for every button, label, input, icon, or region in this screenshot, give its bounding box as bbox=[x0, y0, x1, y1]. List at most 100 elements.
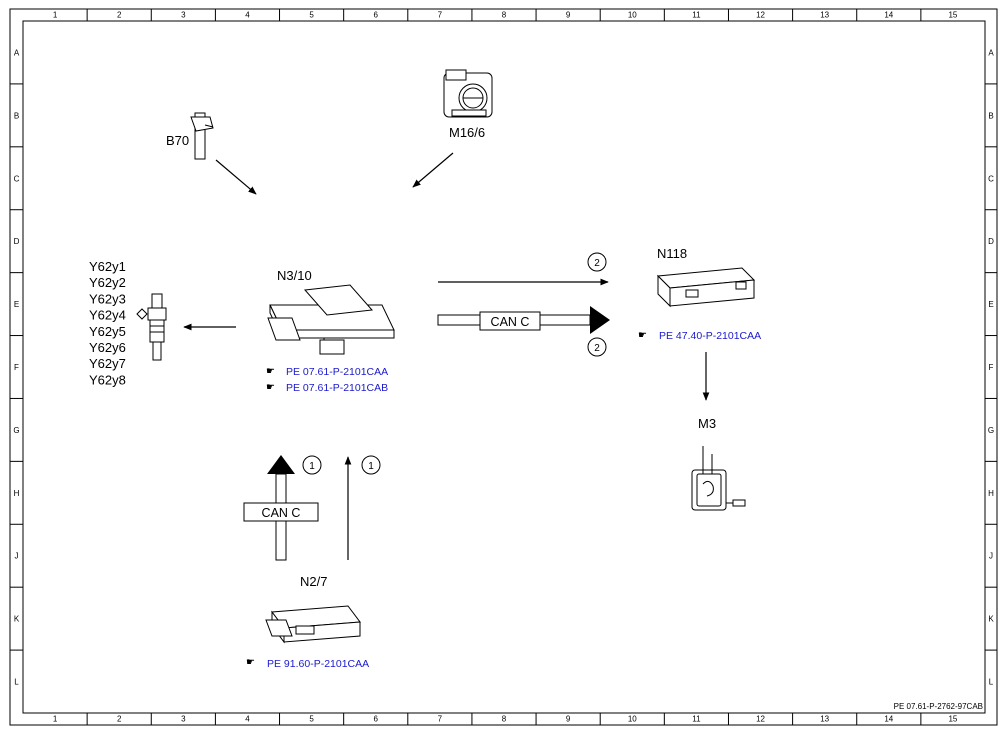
grid-column-label: 11 bbox=[692, 715, 701, 724]
marker-2-lower: 2 bbox=[587, 337, 607, 357]
grid-row-label: F bbox=[989, 363, 994, 372]
grid-row-label: C bbox=[988, 174, 994, 183]
injector-label: Y62y7 bbox=[89, 356, 126, 371]
grid-column-label: 10 bbox=[628, 715, 637, 724]
svg-text:2: 2 bbox=[594, 343, 600, 354]
injector-label: Y62y3 bbox=[89, 291, 126, 306]
m3-fuel-pump-icon[interactable] bbox=[691, 446, 746, 511]
grid-row-label: G bbox=[988, 426, 994, 435]
can-c-bus-arrow-up: CAN C bbox=[243, 455, 319, 561]
m3-label: M3 bbox=[698, 416, 716, 431]
injector-label: Y62y8 bbox=[89, 372, 126, 387]
grid-column-label: 4 bbox=[245, 715, 250, 724]
svg-text:1: 1 bbox=[368, 461, 374, 472]
drawing-frame: 1122334455667788991010111112121313141415… bbox=[9, 8, 998, 726]
hand-pointer-icon: ☛ bbox=[266, 382, 275, 393]
grid-column-label: 10 bbox=[628, 11, 637, 20]
marker-1-left: 1 bbox=[302, 455, 322, 475]
grid-column-label: 4 bbox=[245, 11, 250, 20]
grid-row-label: A bbox=[988, 48, 994, 57]
grid-column-label: 9 bbox=[566, 11, 571, 20]
grid-row-label: H bbox=[14, 489, 20, 498]
b70-arrow bbox=[215, 159, 257, 195]
grid-row-label: K bbox=[14, 615, 20, 624]
n3-10-ref1-text: PE 07.61-P-2101CAA bbox=[286, 366, 388, 378]
grid-column-label: 15 bbox=[948, 715, 957, 724]
grid-row-label: F bbox=[14, 363, 19, 372]
grid-column-label: 14 bbox=[884, 11, 893, 20]
grid-column-label: 2 bbox=[117, 11, 122, 20]
grid-column-label: 12 bbox=[756, 11, 765, 20]
grid-row-label: C bbox=[14, 174, 20, 183]
svg-text:2: 2 bbox=[594, 258, 600, 269]
injector-label: Y62y5 bbox=[89, 324, 126, 339]
n118-ref-text: PE 47.40-P-2101CAA bbox=[659, 330, 761, 342]
n3-10-ref2-link[interactable]: ☛ PE 07.61-P-2101CAB bbox=[266, 382, 388, 394]
grid-column-label: 2 bbox=[117, 715, 122, 724]
n3-10-ref2-text: PE 07.61-P-2101CAB bbox=[286, 382, 388, 394]
injector-label: Y62y4 bbox=[89, 308, 126, 323]
grid-column-label: 14 bbox=[884, 715, 893, 724]
grid-column-label: 5 bbox=[309, 715, 314, 724]
grid-row-label: D bbox=[14, 237, 20, 246]
grid-column-label: 1 bbox=[53, 715, 58, 724]
marker-1-right: 1 bbox=[361, 455, 381, 475]
grid-row-label: D bbox=[988, 237, 994, 246]
grid-column-label: 15 bbox=[948, 11, 957, 20]
grid-column-label: 8 bbox=[502, 11, 507, 20]
grid-column-label: 8 bbox=[502, 715, 507, 724]
grid-row-label: L bbox=[989, 678, 994, 687]
svg-text:1: 1 bbox=[309, 461, 315, 472]
m16-6-arrow bbox=[412, 152, 454, 188]
grid-column-label: 7 bbox=[438, 715, 443, 724]
grid-column-label: 13 bbox=[820, 11, 829, 20]
n3-10-ecu-icon[interactable] bbox=[267, 284, 395, 355]
n2-7-module-icon[interactable] bbox=[265, 605, 361, 644]
n118-module-icon[interactable] bbox=[656, 267, 756, 308]
n2-7-label: N2/7 bbox=[300, 574, 327, 589]
grid-column-label: 12 bbox=[756, 715, 765, 724]
grid-column-label: 7 bbox=[438, 11, 443, 20]
m16-6-label: M16/6 bbox=[449, 125, 485, 140]
marker-2-upper: 2 bbox=[587, 252, 607, 272]
n118-ref-link[interactable]: ☛ PE 47.40-P-2101CAA bbox=[638, 330, 761, 342]
grid-row-label: J bbox=[15, 552, 19, 561]
n3-10-ref1-link[interactable]: ☛ PE 07.61-P-2101CAA bbox=[266, 366, 388, 378]
n2-7-ref-link[interactable]: ☛ PE 91.60-P-2101CAA bbox=[246, 657, 369, 670]
grid-row-label: E bbox=[14, 300, 19, 309]
grid-row-label: A bbox=[14, 48, 20, 57]
grid-column-label: 6 bbox=[374, 715, 379, 724]
injector-label: Y62y1 bbox=[89, 259, 126, 274]
m16-6-throttle-icon[interactable] bbox=[443, 69, 493, 118]
grid-row-label: G bbox=[13, 426, 19, 435]
can-c-bus-arrow-right: CAN C bbox=[437, 306, 610, 334]
grid-row-label: J bbox=[989, 552, 993, 561]
grid-row-label: H bbox=[988, 489, 994, 498]
b70-label: B70 bbox=[166, 133, 189, 148]
n118-label: N118 bbox=[657, 246, 687, 261]
injector-label: Y62y6 bbox=[89, 340, 126, 355]
grid-column-label: 11 bbox=[692, 11, 701, 20]
can-c-label-bottom: CAN C bbox=[262, 506, 301, 520]
grid-row-label: K bbox=[988, 615, 994, 624]
grid-column-label: 9 bbox=[566, 715, 571, 724]
injector-label: Y62y2 bbox=[89, 275, 126, 290]
hand-pointer-icon: ☛ bbox=[246, 657, 255, 668]
grid-row-label: E bbox=[988, 300, 993, 309]
b70-sensor-icon[interactable] bbox=[190, 112, 214, 160]
hand-pointer-icon: ☛ bbox=[638, 330, 647, 341]
grid-column-label: 3 bbox=[181, 715, 186, 724]
hand-pointer-icon: ☛ bbox=[266, 366, 275, 377]
grid-row-label: L bbox=[14, 678, 19, 687]
grid-column-label: 5 bbox=[309, 11, 314, 20]
grid-column-label: 13 bbox=[820, 715, 829, 724]
grid-row-label: B bbox=[14, 111, 19, 120]
grid-row-label: B bbox=[988, 111, 993, 120]
n3-10-label: N3/10 bbox=[277, 268, 312, 283]
fuel-injector-icon[interactable] bbox=[136, 293, 167, 361]
n2-7-ref-text: PE 91.60-P-2101CAA bbox=[267, 658, 369, 670]
grid-column-label: 1 bbox=[53, 11, 58, 20]
can-c-label-right: CAN C bbox=[491, 315, 530, 329]
grid-column-label: 3 bbox=[181, 11, 186, 20]
